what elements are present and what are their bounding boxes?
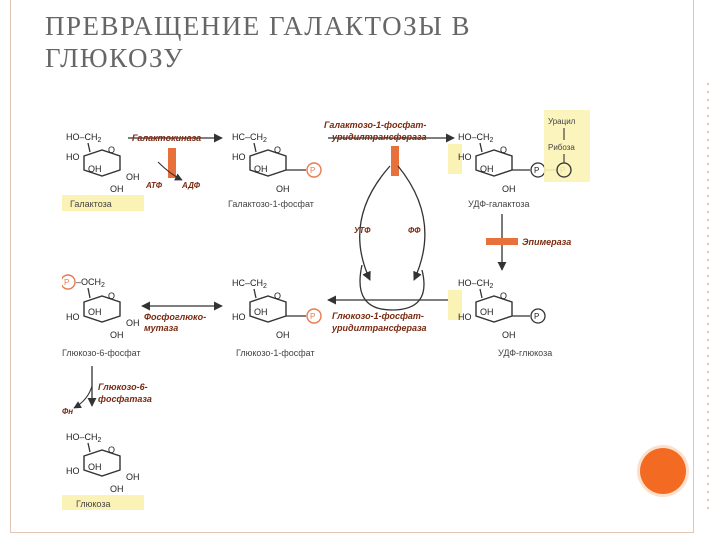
gut-label-2: уридилтрансфераза [331, 323, 427, 333]
udp-glc-highlight [448, 290, 462, 320]
phosphate-icon [306, 308, 322, 324]
svg-text:O: O [274, 291, 281, 301]
galt-label-2: уридилтрансфераза [331, 132, 427, 142]
galactose-label: Галактоза [70, 199, 112, 209]
svg-text:OH: OH [126, 472, 140, 482]
glc6p-structure: P –OCH2 O HO OH OH OH [62, 274, 140, 340]
glucose-label-bg [62, 495, 144, 510]
decorative-dot-column [705, 80, 711, 510]
galactokinase-bar [168, 148, 176, 178]
svg-text:O: O [108, 445, 115, 455]
svg-text:OH: OH [110, 330, 124, 340]
svg-text:OH: OH [276, 330, 290, 340]
decorative-orange-circle [640, 448, 686, 494]
svg-text:P: P [310, 312, 315, 321]
svg-text:HC–CH2: HC–CH2 [232, 278, 267, 290]
svg-text:OH: OH [254, 164, 268, 174]
g6pase-label-1: Глюкозо-6- [98, 382, 148, 392]
svg-text:HO: HO [232, 152, 246, 162]
glc1p-structure: HC–CH2 O HO OH OH P [232, 278, 322, 340]
svg-text:HO: HO [66, 152, 80, 162]
svg-text:OH: OH [254, 307, 268, 317]
adp-label: АДФ [181, 181, 201, 190]
svg-text:O: O [274, 145, 281, 155]
svg-text:HO: HO [232, 312, 246, 322]
svg-text:OH: OH [502, 184, 516, 194]
gal1p-structure: HC–CH2 O HO OH OH P [232, 132, 322, 194]
glucose-structure: HO–CH2 O HO OH OH OH [66, 432, 140, 494]
atp-label: АТФ [145, 181, 163, 190]
ribose-label: Рибоза [548, 143, 575, 152]
slide-frame [10, 0, 694, 533]
udp-glc-structure: HO–CH2 O HO OH OH P [458, 278, 546, 340]
svg-text:HO–CH2: HO–CH2 [66, 432, 102, 444]
svg-text:O: O [500, 145, 507, 155]
svg-text:O: O [108, 145, 115, 155]
udp-gal-highlight [448, 144, 462, 174]
slide-title-line-1: ПРЕВРАЩЕНИЕ ГАЛАКТОЗЫ В [45, 11, 471, 41]
pi-label: Фн [62, 407, 73, 416]
svg-text:OH: OH [88, 307, 102, 317]
svg-text:HO: HO [458, 312, 472, 322]
svg-text:HO: HO [458, 152, 472, 162]
slide-title: ПРЕВРАЩЕНИЕ ГАЛАКТОЗЫ В ГЛЮКОЗУ [45, 10, 605, 74]
galt-bar [391, 146, 399, 176]
udp-gal-label: УДФ-галактоза [468, 199, 530, 209]
svg-text:HC–CH2: HC–CH2 [232, 132, 267, 144]
svg-text:P: P [64, 278, 69, 287]
glucose-label: Глюкоза [76, 499, 110, 509]
svg-text:P: P [310, 166, 315, 175]
svg-text:OH: OH [110, 484, 124, 494]
udp-glc-label: УДФ-глюкоза [498, 348, 552, 358]
svg-text:HO: HO [66, 312, 80, 322]
pp-label: ФФ [408, 226, 421, 235]
svg-text:HO: HO [66, 466, 80, 476]
galactose-pathway-diagram: HO–CH2 O HO OH OH OH Галактоза Галактоки… [62, 110, 590, 510]
galactokinase-label: Галактокиназа [132, 133, 201, 143]
svg-text:–OCH2: –OCH2 [76, 277, 105, 289]
glc1p-label: Глюкозо-1-фосфат [236, 348, 315, 358]
galactose-label-bg [62, 195, 144, 211]
udp-gal-structure: HO–CH2 O HO OH OH P P [458, 132, 572, 194]
epimerase-label: Эпимераза [522, 237, 571, 247]
pgm-label-2: мутаза [144, 323, 178, 333]
udp-part-highlight [544, 110, 590, 182]
g6pase-label-2: фосфатаза [98, 394, 152, 404]
uracil-label: Урацил [548, 117, 576, 126]
svg-text:OH: OH [110, 184, 124, 194]
svg-text:O: O [500, 291, 507, 301]
galt-label-1: Галактозо-1-фосфат- [324, 120, 426, 130]
svg-text:OH: OH [480, 307, 494, 317]
svg-text:OH: OH [88, 462, 102, 472]
svg-text:OH: OH [276, 184, 290, 194]
pgm-label-1: Фосфоглюко- [144, 312, 206, 322]
pathway-svg: HO–CH2 O HO OH OH OH Галактоза Галактоки… [62, 110, 590, 510]
svg-text:HO–CH2: HO–CH2 [66, 132, 102, 144]
gut-label-1: Глюкозо-1-фосфат- [332, 311, 424, 321]
epimerase-bar [486, 238, 518, 245]
slide-title-line-2: ГЛЮКОЗУ [45, 43, 184, 73]
svg-text:OH: OH [502, 330, 516, 340]
svg-text:P: P [534, 312, 539, 321]
svg-text:HO–CH2: HO–CH2 [458, 278, 494, 290]
svg-text:OH: OH [480, 164, 494, 174]
svg-text:OH: OH [126, 318, 140, 328]
gal1p-label: Галактозо-1-фосфат [228, 199, 314, 209]
phosphate-icon [306, 162, 322, 178]
phosphate-icon [62, 274, 76, 290]
galactose-structure: HO–CH2 O HO OH OH OH [66, 132, 140, 194]
svg-text:O: O [108, 291, 115, 301]
utp-label: УТФ [354, 226, 371, 235]
svg-text:HO–CH2: HO–CH2 [458, 132, 494, 144]
svg-text:P: P [534, 166, 539, 175]
svg-text:OH: OH [126, 172, 140, 182]
svg-text:OH: OH [88, 164, 102, 174]
glc6p-label: Глюкозо-6-фосфат [62, 348, 141, 358]
